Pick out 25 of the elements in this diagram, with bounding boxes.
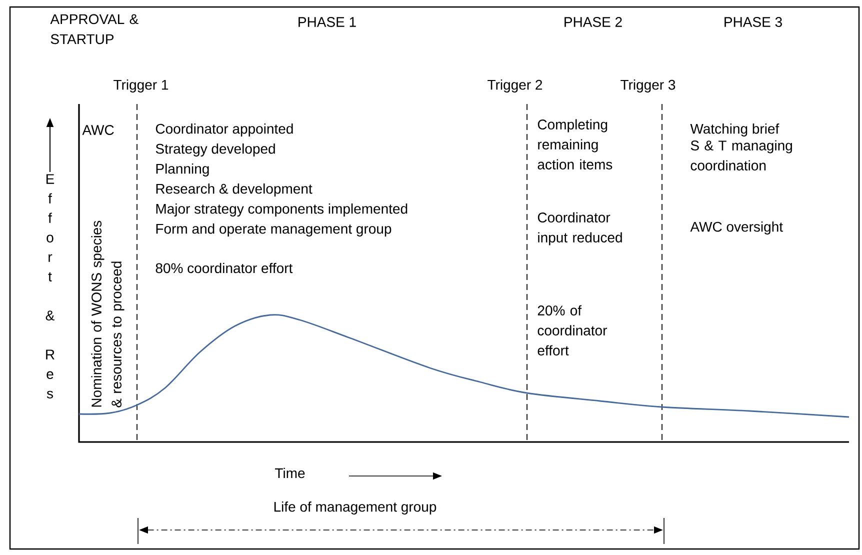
phase-note: AWC <box>82 125 114 135</box>
activity-item: Completing remaining action items <box>538 119 612 170</box>
activity-item: Watching brief <box>690 123 780 137</box>
activity-item: Form and operate management group <box>156 223 392 237</box>
activity-item: S & T managing coordination <box>690 140 792 170</box>
axis-label: Time <box>275 468 305 478</box>
activity-item: Coordinator appointed <box>156 123 293 137</box>
trigger-label: Trigger 1 <box>114 79 168 93</box>
phase-heading: PHASE 2 <box>564 17 622 27</box>
effort-note: 20% of coordinator effort <box>538 305 607 356</box>
activity-item: AWC oversight <box>690 221 783 235</box>
axis-label: Effort & Res <box>46 174 54 398</box>
activity-item: Strategy developed <box>156 143 275 157</box>
activity-item: Major strategy components implemented <box>156 203 408 217</box>
phase-heading: APPROVAL & STARTUP <box>50 14 138 44</box>
phase-heading: PHASE 3 <box>724 17 782 27</box>
phase-heading: PHASE 1 <box>298 17 356 27</box>
trigger-label: Trigger 3 <box>620 79 676 93</box>
activity-item: Research & development <box>156 183 312 197</box>
effort-note: 80% coordinator effort <box>156 262 293 274</box>
range-label: Life of management group <box>274 501 436 515</box>
rotated-note: Nomination of WONS species & resources to proceed <box>91 220 124 408</box>
trigger-label: Trigger 2 <box>488 79 542 93</box>
activity-item: Coordinator input reduced <box>538 212 622 246</box>
activity-item: Planning <box>156 163 209 177</box>
